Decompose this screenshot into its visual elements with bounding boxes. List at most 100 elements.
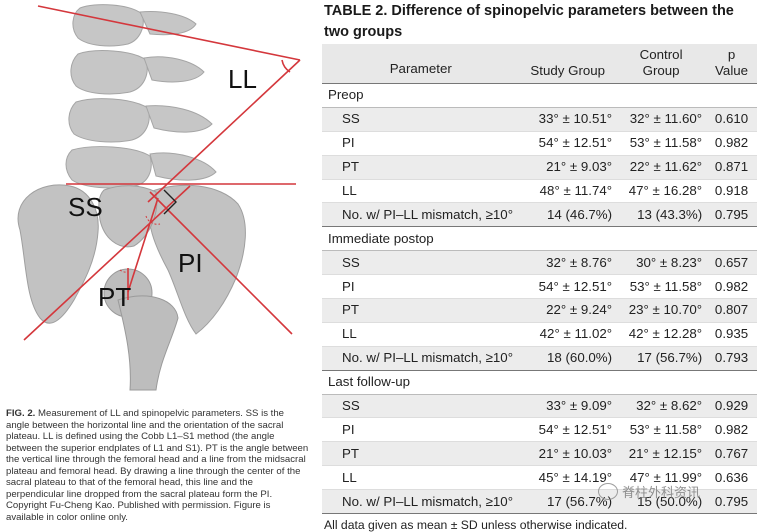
cell-p-value: 0.793 <box>706 346 757 371</box>
cell-control-group: 22° ± 11.62° <box>616 155 707 180</box>
cell-p-value: 0.795 <box>706 489 757 515</box>
angle-arcs <box>119 215 161 273</box>
cell-parameter: LL <box>322 179 520 204</box>
cell-p-value: 0.982 <box>706 274 757 300</box>
cell-parameter: SS <box>322 107 520 132</box>
lumbar-vertebrae <box>65 4 217 189</box>
cell-control-group: 53° ± 11.58° <box>616 131 707 156</box>
cell-study-group: 45° ± 14.19° <box>519 465 617 491</box>
figure-caption: FIG. 2. Measurement of LL and spinopelvi… <box>6 408 310 523</box>
table-header: Parameter Study Group Control Group p Va… <box>322 44 757 84</box>
cell-parameter: LL <box>322 322 520 347</box>
cell-study-group: 22° ± 9.24° <box>519 298 617 323</box>
cell-study-group: 48° ± 11.74° <box>519 179 617 204</box>
sacral-plateau-line <box>149 191 293 335</box>
cell-parameter: PI <box>322 417 520 443</box>
cell-parameter: SS <box>322 250 520 276</box>
cell-study-group: 54° ± 12.51° <box>519 274 617 300</box>
cell-control-group: 13 (43.3%) <box>616 202 707 228</box>
measurement-lines <box>23 5 301 341</box>
perpendicular-mark <box>163 189 177 215</box>
cell-p-value: 0.982 <box>706 417 757 443</box>
cell-p-value: 0.636 <box>706 465 757 491</box>
watermark-text: 脊柱外科资讯 <box>622 484 701 500</box>
cell-control-group: 47° ± 11.99° <box>616 465 707 491</box>
cell-study-group: 33° ± 9.09° <box>519 394 617 419</box>
spine-illustration: LL SS PI PT <box>17 4 301 391</box>
cell-study-group: 42° ± 11.02° <box>519 322 617 347</box>
header-study-group: Study Group <box>519 44 617 84</box>
cell-parameter: No. w/ PI–LL mismatch, ≥10° <box>322 489 520 515</box>
section-row: Immediate postop <box>322 226 757 252</box>
cell-study-group: 18 (60.0%) <box>519 346 617 371</box>
cell-p-value: 0.767 <box>706 441 757 467</box>
table-row: No. w/ PI–LL mismatch, ≥10°17 (56.7%)15 … <box>322 489 757 515</box>
watermark: 脊柱外科资讯 <box>598 480 718 502</box>
header-p-value: p Value <box>706 44 757 84</box>
cell-control-group: 23° ± 10.70° <box>616 298 707 323</box>
spine-figure: LL SS PI PT <box>0 0 312 405</box>
ll-angle-arc <box>281 59 291 73</box>
pt-sacral-line <box>23 185 191 341</box>
cell-control-group: 53° ± 11.58° <box>616 417 707 443</box>
table-footnote: All data given as mean ± SD unless other… <box>324 518 628 532</box>
cell-study-group: 32° ± 8.76° <box>519 250 617 276</box>
cell-study-group: 14 (46.7%) <box>519 202 617 228</box>
header-parameter: Parameter <box>322 44 520 84</box>
pelvis <box>17 184 246 335</box>
ss-label: SS <box>68 192 103 222</box>
table-title: TABLE 2. Difference of spinopelvic param… <box>324 3 734 40</box>
cell-study-group: 54° ± 12.51° <box>519 131 617 156</box>
cell-p-value: 0.657 <box>706 250 757 276</box>
section-label: Last follow-up <box>322 370 757 395</box>
header-row: Parameter Study Group Control Group p Va… <box>322 44 757 84</box>
cell-control-group: 21° ± 12.15° <box>616 441 707 467</box>
table-row: No. w/ PI–LL mismatch, ≥10°14 (46.7%)13 … <box>322 202 757 228</box>
cell-p-value: 0.935 <box>706 322 757 347</box>
cell-study-group: 21° ± 9.03° <box>519 155 617 180</box>
cell-parameter: PT <box>322 298 520 323</box>
section-row: Last follow-up <box>322 370 757 395</box>
section-label: Immediate postop <box>322 226 757 252</box>
section-label: Preop <box>322 83 757 108</box>
wechat-icon <box>598 482 618 500</box>
cell-control-group: 32° ± 8.62° <box>616 394 707 419</box>
cell-study-group: 21° ± 10.03° <box>519 441 617 467</box>
cell-control-group: 42° ± 12.28° <box>616 322 707 347</box>
cell-parameter: No. w/ PI–LL mismatch, ≥10° <box>322 346 520 371</box>
caption-text: Measurement of LL and spinopelvic parame… <box>6 408 309 523</box>
cell-parameter: LL <box>322 465 520 491</box>
table-row: No. w/ PI–LL mismatch, ≥10°18 (60.0%)17 … <box>322 346 757 371</box>
cell-study-group: 33° ± 10.51° <box>519 107 617 132</box>
cell-p-value: 0.795 <box>706 202 757 228</box>
cell-parameter: PI <box>322 274 520 300</box>
ll-upper-line <box>37 5 301 61</box>
cell-p-value: 0.982 <box>706 131 757 156</box>
ll-lower-line <box>147 59 301 203</box>
header-control-group: Control Group <box>616 44 707 84</box>
cell-p-value: 0.871 <box>706 155 757 180</box>
cell-p-value: 0.807 <box>706 298 757 323</box>
cell-control-group: 17 (56.7%) <box>616 346 707 371</box>
cell-parameter: SS <box>322 394 520 419</box>
cell-control-group: 15 (50.0%) <box>616 489 707 515</box>
spinopelvic-table: Parameter Study Group Control Group p Va… <box>322 44 757 515</box>
section-row: Preop <box>322 83 757 108</box>
cell-study-group: 54° ± 12.51° <box>519 417 617 443</box>
cell-parameter: PT <box>322 441 520 467</box>
cell-parameter: PT <box>322 155 520 180</box>
pi-line <box>127 197 159 293</box>
